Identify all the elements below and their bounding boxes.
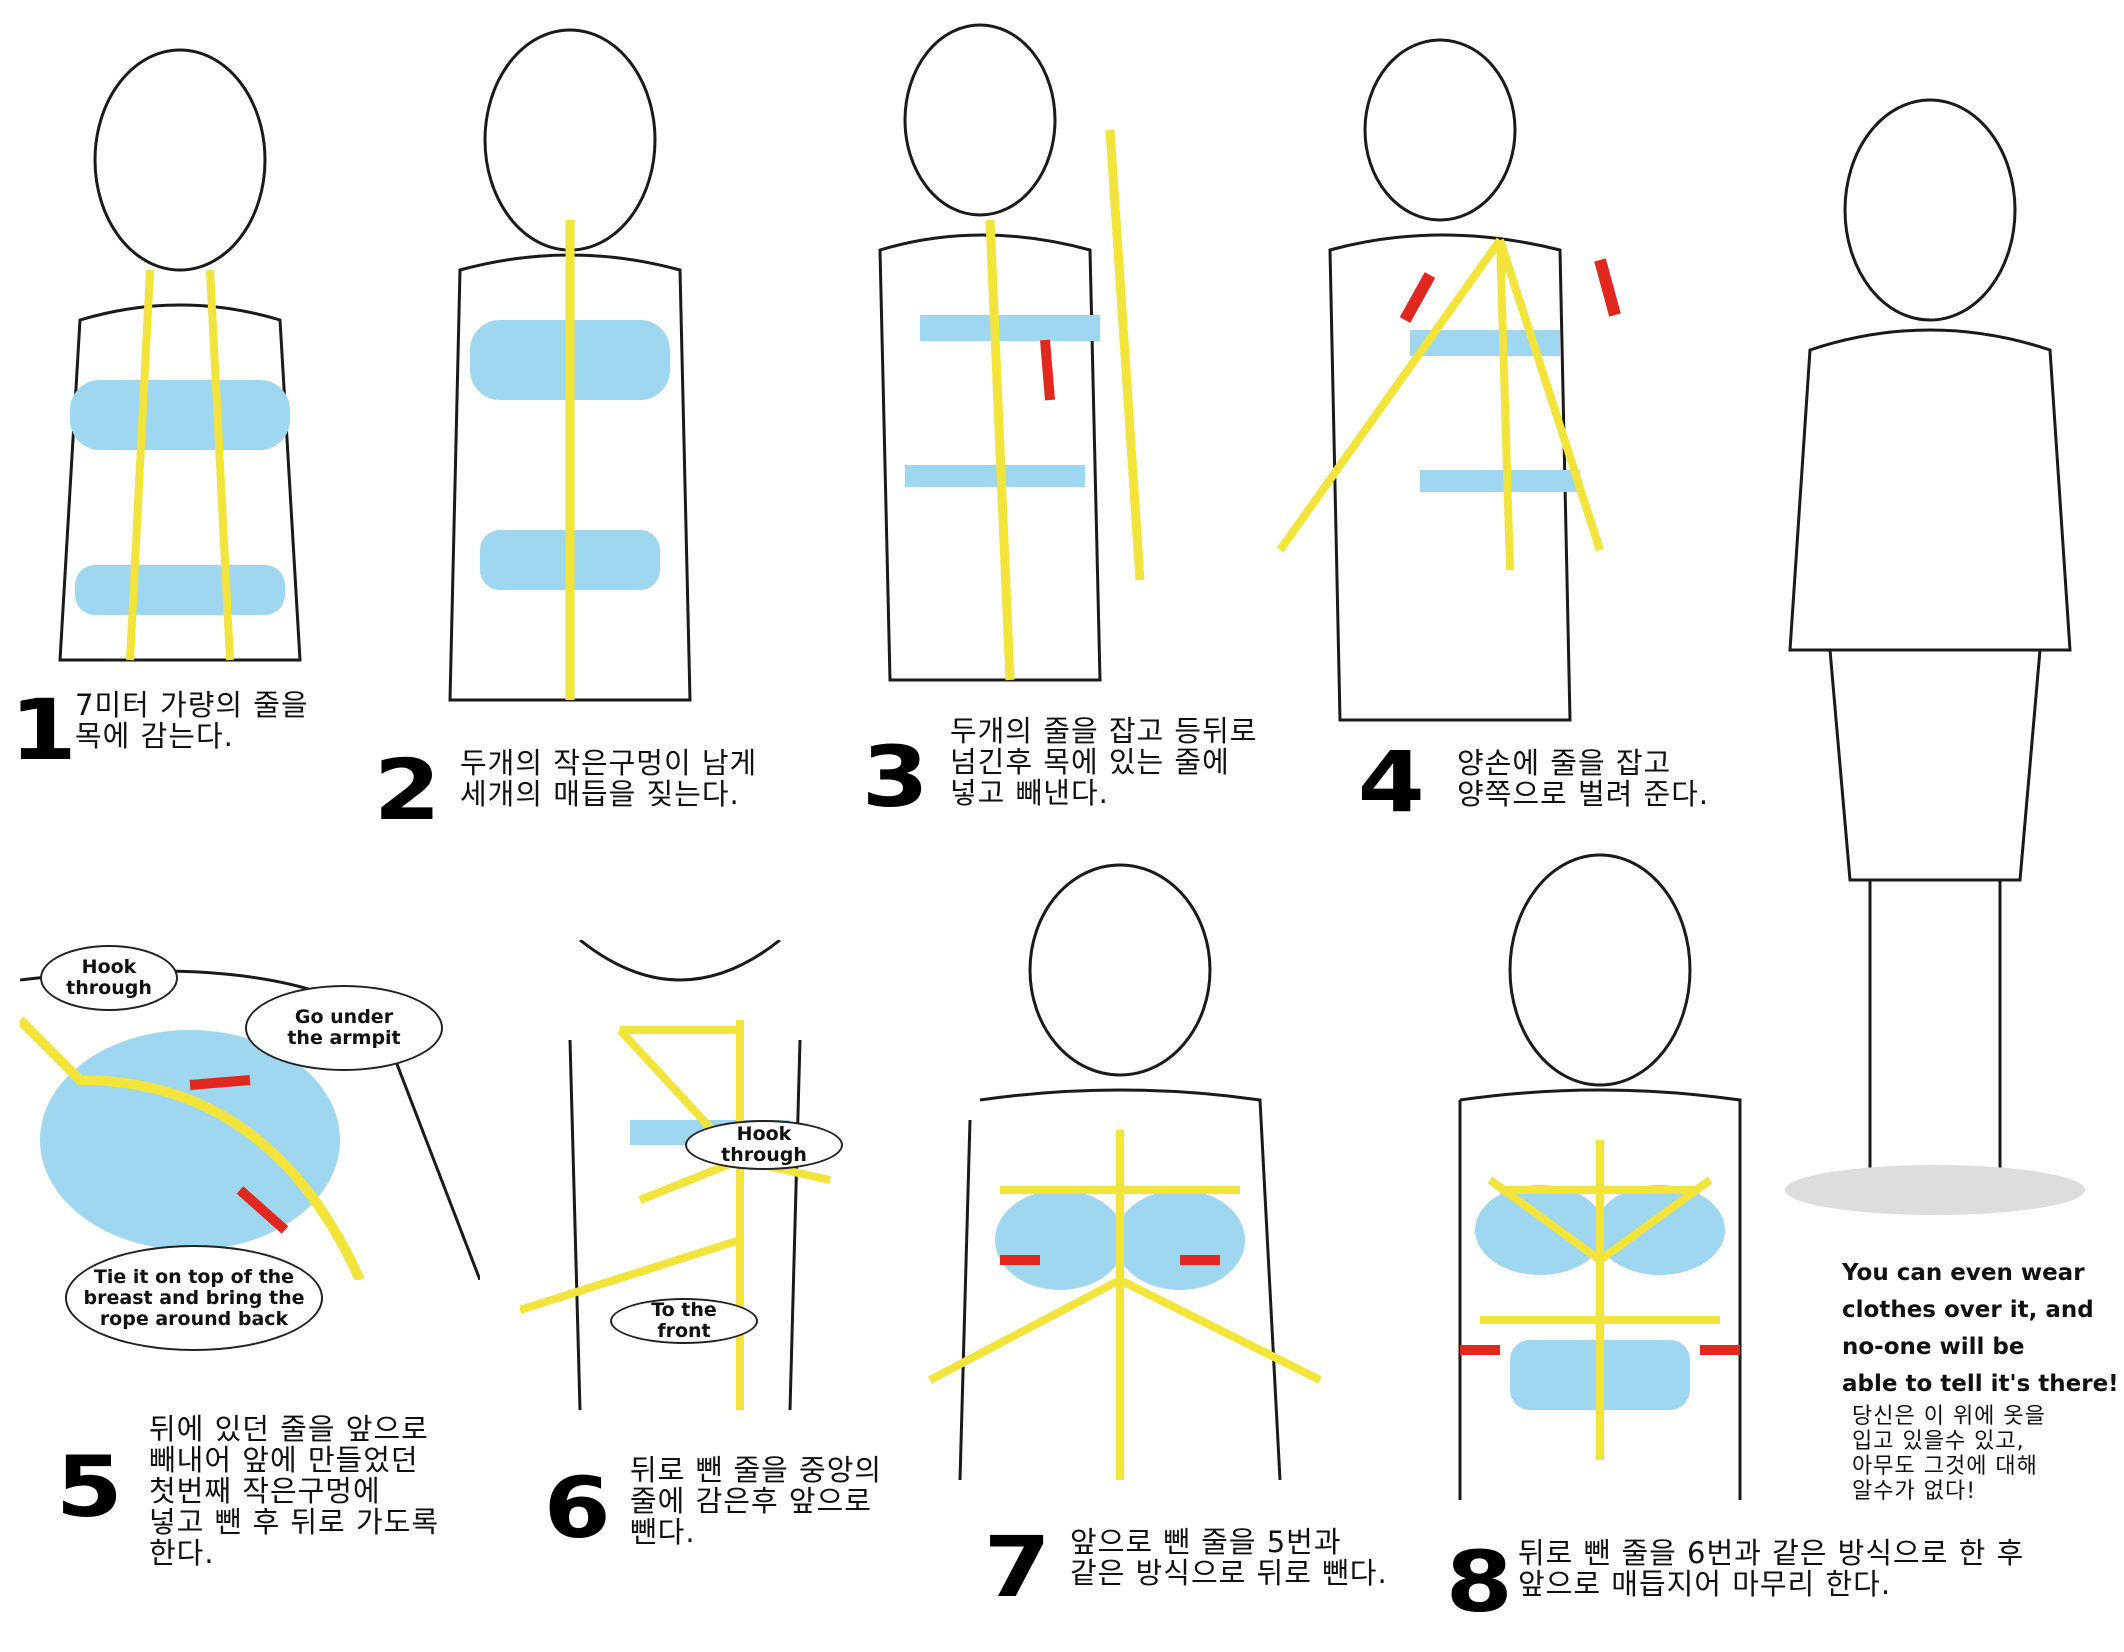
illustration-step-7 (928, 863, 1322, 1480)
illustration-step-5 (20, 969, 480, 1280)
bubble-hook-through-step6: Hook through (685, 1120, 843, 1170)
illustration-step-2 (448, 28, 692, 702)
illustration-step-4 (1276, 38, 1621, 722)
step-number-3: 3 (861, 728, 929, 826)
step-number-1: 1 (9, 681, 77, 779)
step-number-7: 7 (983, 1518, 1051, 1616)
step-number-4: 4 (1357, 733, 1425, 831)
step-caption-5: 뒤에 있던 줄을 앞으로 빼내어 앞에 만들었던 첫번째 작은구멍에 넣고 뺀 … (149, 1412, 439, 1570)
final-note-english: You can even wear clothes over it, and n… (1842, 1260, 2119, 1397)
step-number-5: 5 (55, 1438, 123, 1536)
step-caption-3: 두개의 줄을 잡고 등뒤로 넘긴후 목에 있는 줄에 넣고 빼낸다. (950, 714, 1258, 810)
step-number-8: 8 (1445, 1533, 1513, 1631)
illustration-step-1 (58, 48, 302, 662)
illustration-step-8 (1458, 853, 1742, 1500)
step-caption-4: 양손에 줄을 잡고 양쪽으로 벌려 준다. (1457, 746, 1710, 811)
bubble-to-the-front: To the front (610, 1298, 758, 1344)
bubble-go-under-armpit: Go under the armpit (245, 985, 443, 1071)
step-number-6: 6 (543, 1459, 611, 1557)
step-number-2: 2 (373, 741, 441, 839)
final-note-korean: 당신은 이 위에 옷을 입고 있을수 있고, 아무도 그것에 대해 알수가 없다… (1852, 1404, 2046, 1504)
illustration-final-clothed (1785, 98, 2085, 1215)
bubble-hook-through-step5: Hook through (40, 945, 178, 1011)
illustration-step-3 (878, 23, 1145, 682)
step-caption-1: 7미터 가량의 줄을 목에 감는다. (75, 688, 309, 753)
step-caption-8: 뒤로 뺀 줄을 6번과 같은 방식으로 한 후 앞으로 매듭지어 마무리 한다. (1518, 1536, 2025, 1601)
bubble-tie-on-top: Tie it on top of the breast and bring th… (65, 1245, 323, 1351)
step-caption-2: 두개의 작은구멍이 남게 세개의 매듭을 짖는다. (460, 746, 758, 811)
step-caption-7: 앞으로 뺀 줄을 5번과 같은 방식으로 뒤로 뺀다. (1070, 1525, 1388, 1590)
step-caption-6: 뒤로 뺀 줄을 중앙의 줄에 감은후 앞으로 뺀다. (630, 1453, 883, 1549)
